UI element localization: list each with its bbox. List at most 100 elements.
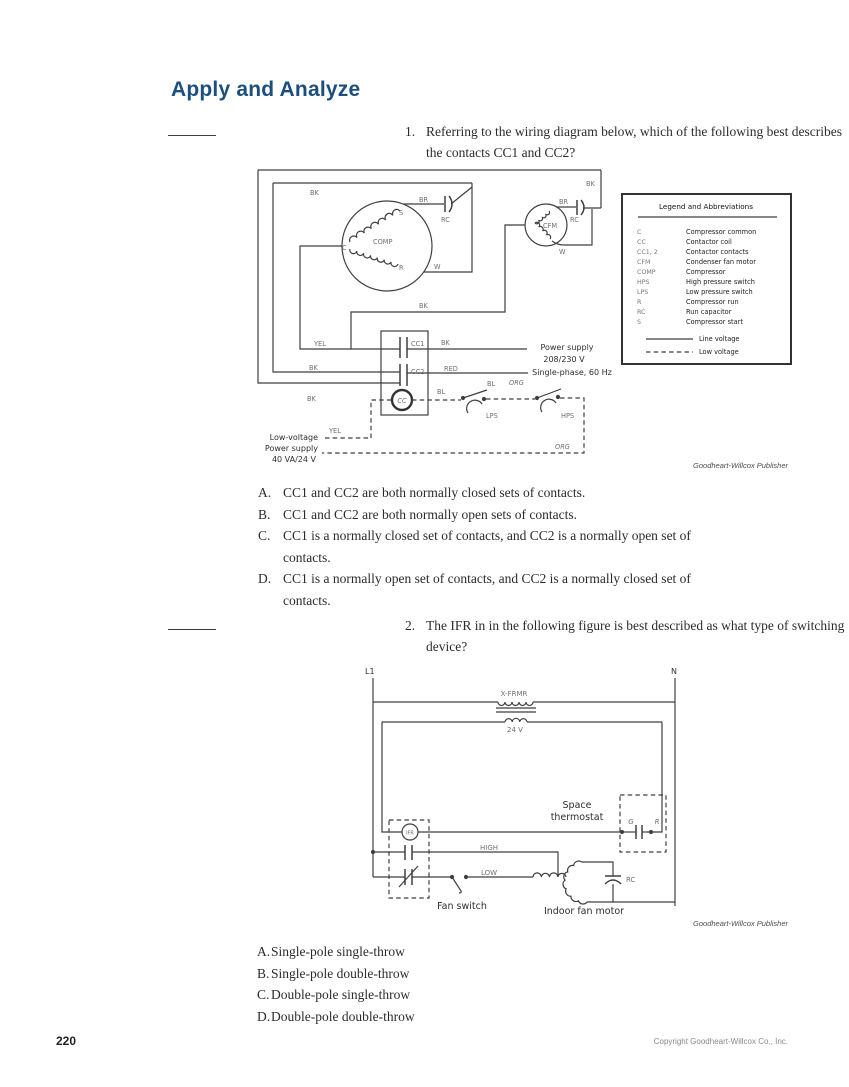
svg-text:208/230 V: 208/230 V (543, 355, 585, 364)
wire-label-org: ORG (509, 379, 524, 387)
compressor-motor-icon (341, 200, 433, 292)
question-1-text: Referring to the wiring diagram below, w… (426, 124, 843, 161)
wire-label-bk: BK (586, 180, 596, 188)
line-voltage-wires (257, 169, 602, 384)
svg-text:Contactor coil: Contactor coil (686, 238, 732, 246)
n-label: N (671, 667, 677, 676)
svg-text:Compressor run: Compressor run (686, 298, 739, 306)
question-2-text: The IFR in in the following figure is be… (426, 618, 845, 655)
copyright-notice: Copyright Goodheart-Willcox Co., Inc. (653, 1037, 788, 1046)
wire-label-br: BR (559, 198, 569, 206)
svg-text:40 VA/24 V: 40 VA/24 V (272, 455, 317, 464)
section-heading: Apply and Analyze (171, 78, 361, 101)
run-capacitor-label: RC (570, 216, 579, 224)
option-b: B. CC1 and CC2 are both normally open se… (258, 506, 577, 522)
high-speed-label: HIGH (480, 844, 498, 852)
hps-label: HPS (561, 412, 574, 420)
svg-text:HPS: HPS (637, 279, 650, 286)
24v-label: 24 V (507, 726, 523, 734)
ifr-relay-icon (388, 819, 430, 899)
wire-label-red: RED (444, 365, 458, 373)
publisher-credit: Goodheart-Willcox Publisher (693, 461, 788, 470)
fan-switch-icon (449, 874, 469, 894)
svg-text:Low pressure switch: Low pressure switch (686, 288, 753, 296)
terminal-label-c: C (342, 244, 347, 252)
svg-text:High pressure switch: High pressure switch (686, 278, 755, 286)
svg-text:CFM: CFM (637, 259, 650, 266)
svg-text:RC: RC (637, 309, 646, 316)
wire-label-bk: BK (309, 364, 319, 372)
svg-text:Single-phase, 60 Hz: Single-phase, 60 Hz (532, 368, 612, 377)
wire-label-yel: YEL (313, 340, 326, 348)
wire-label-org: ORG (555, 443, 570, 451)
fan-switch-label: Fan switch (437, 901, 487, 912)
question-2-options: A. Single-pole single-throw B. Single-po… (257, 941, 415, 1028)
lps-label: LPS (486, 412, 498, 420)
run-capacitor-label: RC (441, 216, 450, 224)
svg-text:Run capacitor: Run capacitor (686, 308, 732, 316)
run-capacitor-label: RC (626, 876, 636, 884)
svg-text:Line voltage: Line voltage (699, 335, 739, 343)
option-c: C. Double-pole single-throw (257, 987, 411, 1003)
low-speed-label: LOW (481, 869, 497, 877)
cc1-label: CC1 (411, 340, 424, 348)
ifr-coil-label: IFR (406, 831, 414, 837)
svg-text:R: R (637, 299, 642, 306)
space-thermostat-icon (619, 794, 667, 853)
low-voltage-wires (322, 397, 585, 454)
r-terminal-label: R (655, 818, 660, 826)
run-capacitor-cfm-icon (576, 199, 585, 216)
question-1-number: 1. (405, 124, 416, 139)
l1-label: L1 (365, 667, 375, 676)
question-2: 2. The IFR in in the following figure is… (168, 615, 844, 654)
page-number: 220 (56, 1034, 77, 1048)
indoor-fan-motor-label: Indoor fan motor (544, 906, 624, 917)
high-pressure-switch-icon (534, 388, 562, 413)
wire-label-br: BR (419, 196, 429, 204)
junction-dot (370, 849, 376, 855)
svg-text:COMP: COMP (637, 269, 656, 276)
svg-text:Contactor contacts: Contactor contacts (686, 248, 749, 256)
option-a: A. CC1 and CC2 are both normally closed … (258, 485, 586, 500)
option-b: B. Single-pole double-throw (257, 965, 410, 981)
terminal-label-r: R (399, 264, 404, 272)
svg-text:thermostat: thermostat (551, 812, 604, 823)
low-voltage-caption: Low-voltage (270, 433, 318, 442)
wire-label-bk: BK (307, 395, 317, 403)
svg-text:S: S (637, 319, 641, 326)
wire-label-bk: BK (310, 189, 320, 197)
publisher-credit: Goodheart-Willcox Publisher (693, 919, 788, 928)
legend-title: Legend and Abbreviations (659, 202, 753, 211)
svg-text:Power supply: Power supply (265, 444, 318, 453)
option-a: A. Single-pole single-throw (257, 944, 405, 959)
g-terminal-label: G (628, 818, 634, 826)
svg-text:LPS: LPS (637, 289, 648, 296)
wire-label-yel: YEL (328, 427, 341, 435)
legend-box: Legend and Abbreviations C Compressor co… (621, 193, 792, 365)
wire-label-bl: BL (437, 388, 446, 396)
svg-text:Low voltage: Low voltage (699, 348, 739, 356)
condenser-fan-motor-icon (524, 203, 568, 247)
option-c: C. CC1 is a normally closed set of conta… (258, 528, 691, 543)
space-thermostat-label: Space (563, 800, 592, 811)
transformer-icon (496, 701, 536, 723)
wire-label-bk: BK (441, 339, 451, 347)
question-1-options: A. CC1 and CC2 are both normally closed … (258, 482, 803, 611)
indoor-fan-motor-icon (532, 860, 622, 905)
transformer-label: X-FRMR (501, 690, 528, 698)
svg-text:CC1, 2: CC1, 2 (637, 249, 658, 256)
low-pressure-switch-icon (460, 389, 488, 414)
contactor-box (380, 330, 429, 416)
svg-text:CC: CC (637, 239, 646, 246)
wiring-diagram-1: BK BK BR RC S C R COMP W CFM BR RC W BK … (257, 169, 792, 464)
svg-text:Condenser fan motor: Condenser fan motor (686, 258, 756, 266)
question-1: 1. Referring to the wiring diagram below… (168, 121, 842, 160)
wire-label-w: W (559, 248, 566, 256)
cc-coil-label: CC (397, 397, 407, 405)
wire-label-bk: BK (419, 302, 429, 310)
option-d: D. Double-pole double-throw (257, 1009, 415, 1025)
svg-text:Compressor common: Compressor common (686, 228, 756, 236)
svg-text:Compressor start: Compressor start (686, 318, 743, 326)
answer-blank-1 (168, 121, 216, 136)
answer-blank-2 (168, 615, 216, 630)
